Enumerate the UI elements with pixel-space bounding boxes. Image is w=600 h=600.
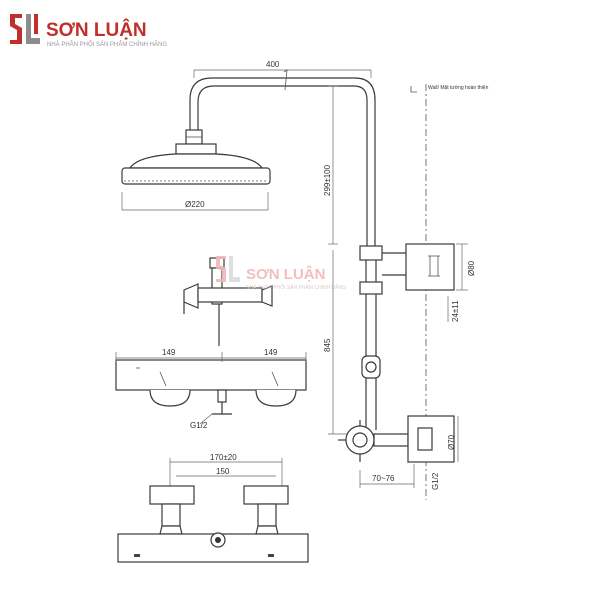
dim-400: 400 xyxy=(266,60,280,69)
shower-arm xyxy=(185,69,376,250)
dim-phi80: Ø80 xyxy=(467,260,476,276)
watermark: SƠN LUẬN NHÀ PHÂN PHỐI SẢN PHẨM CHÍNH HÃ… xyxy=(216,256,346,291)
watermark-tagline: NHÀ PHÂN PHỐI SẢN PHẨM CHÍNH HÃNG xyxy=(246,284,346,291)
dim-845: 845 xyxy=(323,338,332,352)
diverter xyxy=(338,415,455,463)
dim-total-height: 845 xyxy=(323,250,360,435)
shower-head: Ø220 xyxy=(121,143,271,211)
dim-170: 170±20 xyxy=(210,453,237,462)
dim-24: 24±11 xyxy=(451,300,460,322)
dim-outlet-offset: 70~76 xyxy=(359,464,415,488)
dim-wall-flange: Ø70 xyxy=(447,416,459,462)
slide-holder xyxy=(183,257,273,346)
dim-riser-adjust: 299±100 xyxy=(323,85,338,245)
watermark-name: SƠN LUẬN xyxy=(246,265,325,283)
dim-valve-spacing: 149 149 xyxy=(115,348,307,362)
watermark-mark-icon xyxy=(216,256,240,282)
valve-bottom-view: 170±20 150 xyxy=(117,453,309,563)
dim-head-diameter: Ø220 xyxy=(185,200,205,209)
wall-note: Wall/ Mặt tường hoàn thiện xyxy=(428,85,489,91)
valve-body-front xyxy=(115,359,307,415)
dim-valve-thread: G1/2 xyxy=(190,413,213,430)
brand-name: SƠN LUẬN xyxy=(46,19,147,41)
brand-logo: SƠN LUẬN NHÀ PHÂN PHỐI SẢN PHẨM CHÍNH HÃ… xyxy=(10,14,167,48)
wall-bracket xyxy=(382,243,455,291)
brand-tagline: NHÀ PHÂN PHỐI SẢN PHẨM CHÍNH HÃNG xyxy=(47,41,167,48)
riser-pipe xyxy=(359,245,383,430)
dim-bracket-depth: 24±11 xyxy=(447,296,460,322)
dim-phi70: Ø70 xyxy=(447,434,456,450)
dim-149-right: 149 xyxy=(264,348,278,357)
dim-150: 150 xyxy=(216,467,230,476)
brand-mark-icon xyxy=(10,14,40,44)
dim-299: 299±100 xyxy=(323,164,332,196)
dim-flange: Ø80 xyxy=(456,243,476,291)
dim-g12: G1/2 xyxy=(190,421,208,430)
dim-149-left: 149 xyxy=(162,348,176,357)
dim-70-76: 70~76 xyxy=(372,474,395,483)
dim-thread-side: G1/2 xyxy=(431,472,440,490)
dim-arm-length: 400 xyxy=(193,60,372,78)
